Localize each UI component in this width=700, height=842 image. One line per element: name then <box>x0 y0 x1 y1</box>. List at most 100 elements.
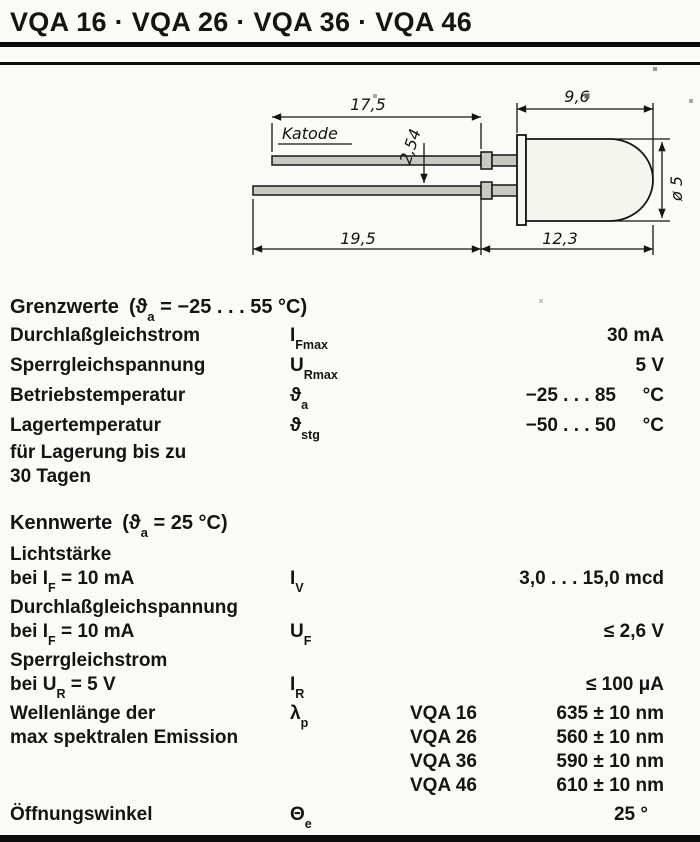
symbol-sub: V <box>295 580 304 595</box>
variant-value: 590 ± 10 nm <box>556 751 664 772</box>
kennwerte-section: Kennwerte(ϑa = 25 °C) Lichtstärke bei IF… <box>0 509 700 830</box>
param-label: Öffnungswinkel <box>10 804 153 825</box>
scan-specks <box>0 0 2 2</box>
label-post: = 10 mA <box>55 621 135 642</box>
grenzwerte-heading-title: Grenzwerte <box>10 296 119 318</box>
symbol-main: ϑ <box>290 385 302 406</box>
param-value: 3,0 . . . 15,0 mcd <box>519 568 664 589</box>
symbol-sub: a <box>301 397 309 412</box>
scan-bottom-edge <box>0 835 700 842</box>
param-label: Lagertemperatur <box>10 415 161 436</box>
variant-name: VQA 36 <box>410 751 477 772</box>
symbol-main: U <box>290 355 304 376</box>
param-note: 30 Tagen <box>10 466 91 487</box>
table-row: Lichtstärke <box>10 543 664 567</box>
led-leads <box>252 151 519 200</box>
condition-pre: (ϑ <box>128 296 148 318</box>
param-value: 25 ° <box>613 804 648 825</box>
param-unit: °C <box>642 385 664 406</box>
param-label-line1: Wellenlänge der <box>10 703 156 724</box>
label-post: = 5 V <box>65 674 116 695</box>
table-row: Wellenlänge der λp VQA 16 635 ± 10 nm <box>10 702 664 729</box>
led-dimension-drawing: 17,5 9,6 Katode 2,54 19,5 12,3 ø 5 <box>252 87 686 255</box>
table-row-ifmax: Durchlaßgleichstrom IFmax 30 mA <box>10 321 664 351</box>
led-body-outline <box>516 134 654 226</box>
table-row: VQA 46 610 ± 10 nm <box>10 774 664 798</box>
symbol-sub: p <box>300 715 309 730</box>
param-label-line1: Durchlaßgleichspannung <box>10 597 239 618</box>
label-post: = 10 mA <box>55 568 135 589</box>
package-drawing-figure: 17,5 9,6 Katode 2,54 19,5 12,3 ø 5 <box>0 79 700 285</box>
table-row-urmax: Sperrgleichspannung URmax 5 V <box>10 351 664 381</box>
symbol-sub: R <box>295 686 305 701</box>
label-pre: bei U <box>10 674 57 695</box>
condition-sub: a <box>147 308 155 324</box>
param-value: ≤ 100 μA <box>585 674 664 695</box>
param-label-line2: max spektralen Emission <box>10 727 239 748</box>
param-symbol: Θe <box>290 803 410 830</box>
table-row: VQA 36 590 ± 10 nm <box>10 750 664 774</box>
param-value: −25 . . . 85 <box>525 385 616 406</box>
param-symbol: IR <box>290 673 410 700</box>
variant-value: 610 ± 10 nm <box>556 775 664 796</box>
kennwerte-heading: Kennwerte (ϑa = 25 °C) <box>10 509 664 539</box>
condition-pre: (ϑ <box>122 512 141 534</box>
variant-name: VQA 26 <box>410 727 477 748</box>
symbol-sub: Rmax <box>303 367 338 382</box>
dim-lead-bottom-label: 19,5 <box>340 229 376 248</box>
table-row: bei UR = 5 V IR ≤ 100 μA <box>10 673 664 700</box>
param-symbol: IV <box>290 567 410 594</box>
param-value: ≤ 2,6 V <box>603 621 664 642</box>
param-label-line2: bei IF = 10 mA <box>10 620 290 647</box>
param-symbol: ϑa <box>290 381 410 411</box>
kennwerte-row-lichtstaerke: Lichtstärke bei IF = 10 mA IV 3,0 . . . … <box>10 543 664 594</box>
kennwerte-heading-condition: (ϑa = 25 °C) <box>122 512 227 539</box>
param-unit: °C <box>642 415 664 436</box>
dim-body-top-label: 9,6 <box>564 87 589 106</box>
table-row-temp-operating: Betriebstemperatur ϑa −25 . . . 85 °C <box>10 381 664 411</box>
table-row: Durchlaßgleichspannung <box>10 596 664 620</box>
title-rule-thin <box>0 62 700 65</box>
param-value: 5 V <box>635 355 664 376</box>
symbol-main: I <box>290 674 296 695</box>
condition-sub: a <box>140 524 148 540</box>
label-sub: F <box>48 633 56 648</box>
dim-body-bottom-label: 12,3 <box>542 229 578 248</box>
param-note: für Lagerung bis zu <box>10 442 187 463</box>
label-pre: bei I <box>10 568 49 589</box>
katode-label: Katode <box>282 124 338 143</box>
grenzwerte-section: Grenzwerte(ϑa = −25 . . . 55 °C) Durchla… <box>0 293 700 489</box>
table-row-storage-note-2: 30 Tagen <box>10 465 664 489</box>
param-label: Betriebstemperatur <box>10 385 186 406</box>
param-symbol: λp <box>290 702 410 729</box>
param-value: −50 . . . 50 <box>525 415 616 436</box>
kennwerte-row-wellenlaenge: Wellenlänge der λp VQA 16 635 ± 10 nm ma… <box>10 702 664 798</box>
table-row-temp-storage: Lagertemperatur ϑstg −50 . . . 50 °C <box>10 411 664 441</box>
variant-name: VQA 16 <box>410 703 477 724</box>
label-sub: F <box>48 580 56 595</box>
kennwerte-row-oeffnungswinkel: Öffnungswinkel Θe 25 ° <box>10 803 664 830</box>
variant-value: 560 ± 10 nm <box>556 727 664 748</box>
table-row: max spektralen Emission VQA 26 560 ± 10 … <box>10 726 664 750</box>
label-pre: bei I <box>10 621 49 642</box>
param-symbol: URmax <box>290 351 410 381</box>
symbol-main: Θ <box>290 804 305 825</box>
symbol-sub: Fmax <box>295 337 329 352</box>
variant-name: VQA 46 <box>410 775 477 796</box>
title-rule-thick <box>0 42 700 47</box>
param-label-line2: bei UR = 5 V <box>10 673 290 700</box>
symbol-main: I <box>290 568 296 589</box>
symbol-main: λ <box>290 703 301 724</box>
table-row: Öffnungswinkel Θe 25 ° <box>10 803 664 830</box>
param-label: Sperrgleichspannung <box>10 355 206 376</box>
param-label-line2: bei IF = 10 mA <box>10 567 290 594</box>
kennwerte-heading-title: Kennwerte <box>10 512 113 534</box>
param-symbol: UF <box>290 620 410 647</box>
symbol-main: U <box>290 621 304 642</box>
kennwerte-row-durchlassspannung: Durchlaßgleichspannung bei IF = 10 mA UF… <box>10 596 664 647</box>
param-label-line1: Lichtstärke <box>10 544 112 565</box>
dimension-lines <box>253 105 666 253</box>
grenzwerte-heading: Grenzwerte(ϑa = −25 . . . 55 °C) <box>10 293 664 324</box>
variant-value: 635 ± 10 nm <box>556 703 664 724</box>
